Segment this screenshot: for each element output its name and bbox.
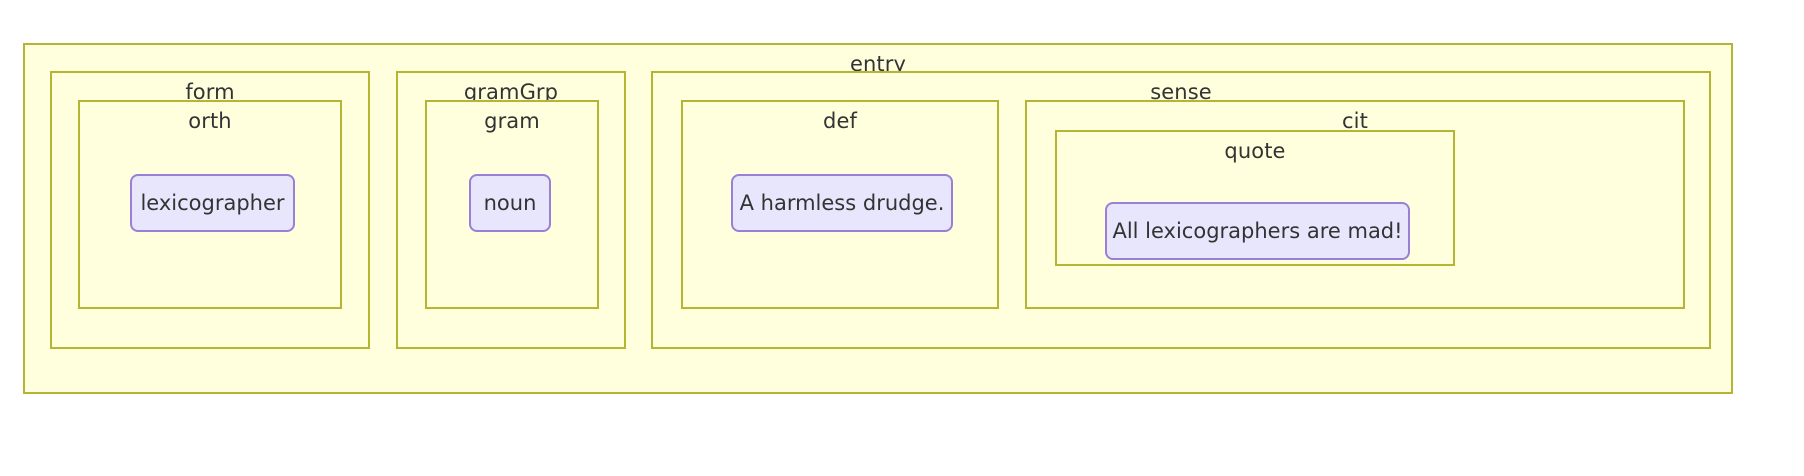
element-box-quote[interactable]: quote All lexicographers are mad! [1055,130,1455,266]
element-box-sense[interactable]: sense def A harmless drudge. cit quote A… [651,71,1711,349]
element-label-cit: cit [1342,109,1368,133]
element-label-gram: gram [484,109,540,133]
element-label-gramgrp: gramGrp [463,80,559,104]
element-box-form[interactable]: form orth lexicographer [50,71,370,349]
element-label-sense: sense [1150,80,1212,104]
text-chip-quote[interactable]: All lexicographers are mad! [1105,202,1410,260]
element-label-quote: quote [1224,139,1286,163]
element-box-gramgrp[interactable]: gramGrp gram noun [396,71,626,349]
element-box-entry[interactable]: entry form orth lexicographer gramGrp gr… [23,43,1733,394]
text-chip-orth[interactable]: lexicographer [130,174,295,232]
element-label-orth: orth [188,109,232,133]
element-box-cit[interactable]: cit quote All lexicographers are mad! [1025,100,1685,309]
element-box-orth[interactable]: orth lexicographer [78,100,342,309]
text-chip-def[interactable]: A harmless drudge. [731,174,953,232]
element-label-def: def [823,109,857,133]
element-label-form: form [185,80,235,104]
text-chip-gram[interactable]: noun [469,174,551,232]
element-box-gram[interactable]: gram noun [425,100,599,309]
element-label-entry: entry [849,52,907,76]
element-box-def[interactable]: def A harmless drudge. [681,100,999,309]
